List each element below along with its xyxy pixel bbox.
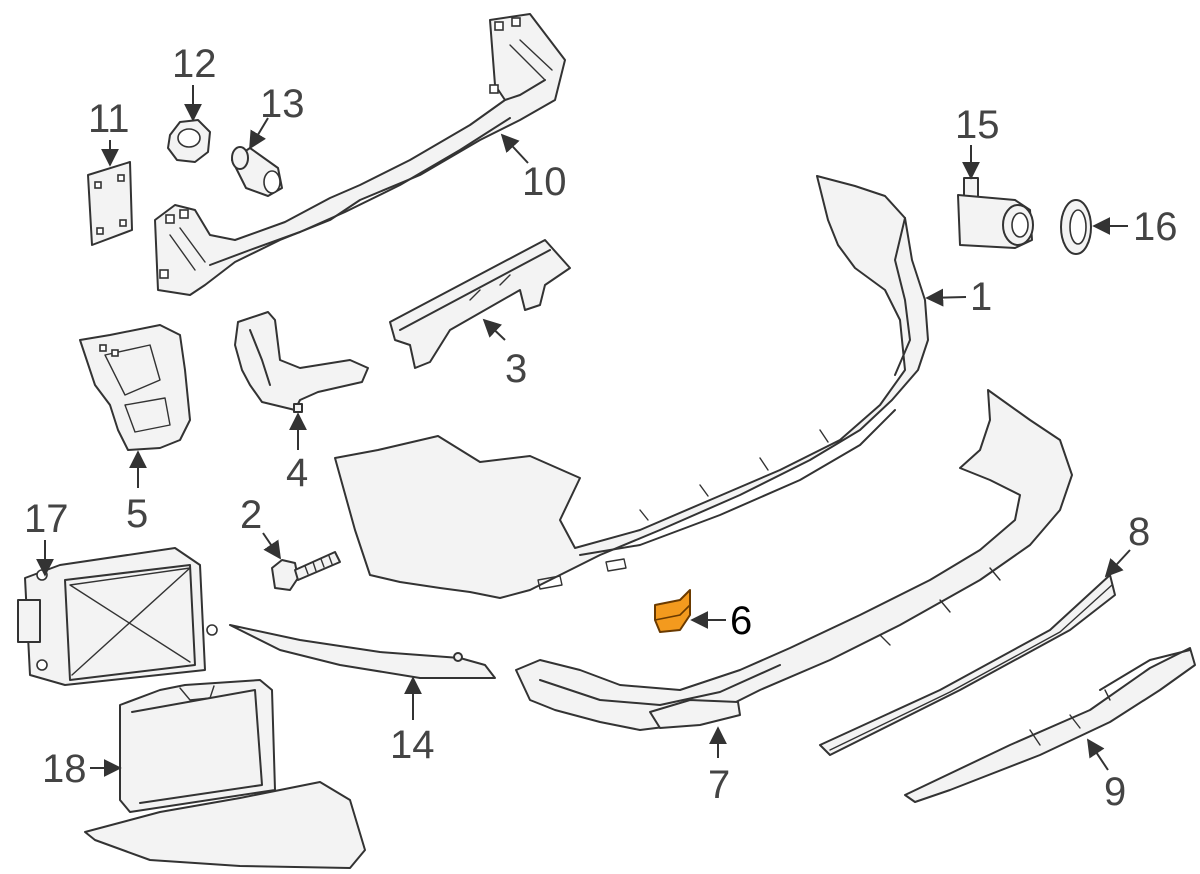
callout-14: 14 xyxy=(390,723,435,767)
part-18-underbody-shield[interactable] xyxy=(84,679,366,869)
leader-8 xyxy=(1104,549,1131,578)
leader-3 xyxy=(482,318,506,341)
part-11-mounting-plate[interactable] xyxy=(87,161,133,246)
callout-11: 11 xyxy=(88,97,130,141)
part-5-guide-bracket[interactable] xyxy=(79,324,191,451)
callout-15: 15 xyxy=(955,103,1000,147)
callout-2: 2 xyxy=(240,493,262,537)
part-17-control-module[interactable] xyxy=(17,547,218,686)
part-13-bushing[interactable] xyxy=(231,146,283,197)
callout-1: 1 xyxy=(970,275,992,319)
callout-6: 6 xyxy=(730,599,752,643)
callout-9: 9 xyxy=(1104,770,1126,814)
part-1-bumper-cover[interactable] xyxy=(334,175,929,599)
leader-2 xyxy=(262,532,282,560)
callout-12: 12 xyxy=(172,42,217,86)
part-10-reinforcement-bar[interactable] xyxy=(154,13,566,296)
part-6-retainer-clip-highlighted[interactable] xyxy=(654,589,691,633)
callout-labels: 1 2 3 4 5 6 7 8 9 10 11 12 13 14 15 16 1… xyxy=(24,42,1178,814)
part-14-side-trim[interactable] xyxy=(229,624,496,679)
callout-7: 7 xyxy=(708,763,730,807)
part-3-center-bracket[interactable] xyxy=(389,239,571,369)
callout-18: 18 xyxy=(42,747,87,791)
leader-9 xyxy=(1087,738,1109,771)
part-12-nut[interactable] xyxy=(167,119,211,163)
part-7-lower-valance[interactable] xyxy=(515,389,1073,731)
leader-1 xyxy=(925,288,967,307)
leader-13 xyxy=(249,117,269,150)
callout-8: 8 xyxy=(1128,510,1150,554)
leader-lines xyxy=(36,85,1131,777)
part-15-park-sensor[interactable] xyxy=(957,177,1034,249)
callout-3: 3 xyxy=(505,347,527,391)
callout-10: 10 xyxy=(522,160,567,204)
part-2-bolt[interactable] xyxy=(271,551,341,591)
part-8-trim-strip[interactable] xyxy=(819,574,1116,756)
part-16-sensor-ring[interactable] xyxy=(1060,199,1092,255)
leader-10 xyxy=(500,133,529,164)
part-9-lower-trim[interactable] xyxy=(904,647,1196,803)
callout-17: 17 xyxy=(24,497,69,541)
callout-5: 5 xyxy=(126,492,148,536)
callout-16: 16 xyxy=(1133,205,1178,249)
part-4-side-bracket[interactable] xyxy=(234,311,369,413)
callout-13: 13 xyxy=(260,82,305,126)
callout-4: 4 xyxy=(286,451,308,495)
